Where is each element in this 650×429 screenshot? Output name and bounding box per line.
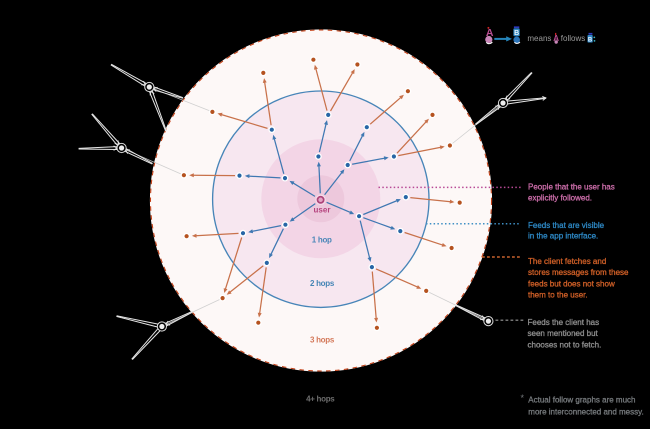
- svg-text:more interconnected and messy.: more interconnected and messy.: [528, 408, 643, 417]
- svg-text:B: B: [588, 37, 593, 43]
- svg-text:Feeds that are visible: Feeds that are visible: [528, 221, 605, 230]
- svg-text:follows: follows: [561, 34, 585, 43]
- svg-text:Actual follow graphs are much: Actual follow graphs are much: [528, 396, 635, 405]
- svg-text:chooses not to fetch.: chooses not to fetch.: [528, 340, 602, 349]
- svg-text:explicitly followed.: explicitly followed.: [528, 193, 592, 202]
- svg-text:4+ hops: 4+ hops: [306, 395, 335, 404]
- svg-text:Feeds the client has: Feeds the client has: [528, 318, 600, 327]
- svg-text:in the app interface.: in the app interface.: [528, 231, 598, 240]
- svg-text:B: B: [514, 30, 519, 37]
- svg-text:stores messages from these: stores messages from these: [528, 268, 629, 277]
- svg-text:3 hops: 3 hops: [310, 336, 335, 345]
- svg-text:People that the user has: People that the user has: [528, 182, 615, 191]
- svg-text:seen mentioned but: seen mentioned but: [528, 329, 599, 338]
- svg-text:user: user: [314, 206, 331, 215]
- svg-text:them to the user.: them to the user.: [528, 291, 588, 300]
- svg-text:1 hop: 1 hop: [312, 235, 332, 244]
- svg-text:*: *: [521, 393, 525, 403]
- svg-text:means: means: [527, 34, 551, 43]
- svg-text:The client fetches and: The client fetches and: [528, 257, 606, 266]
- svg-text:2 hops: 2 hops: [310, 279, 335, 288]
- svg-text:feeds but does not show: feeds but does not show: [528, 279, 615, 288]
